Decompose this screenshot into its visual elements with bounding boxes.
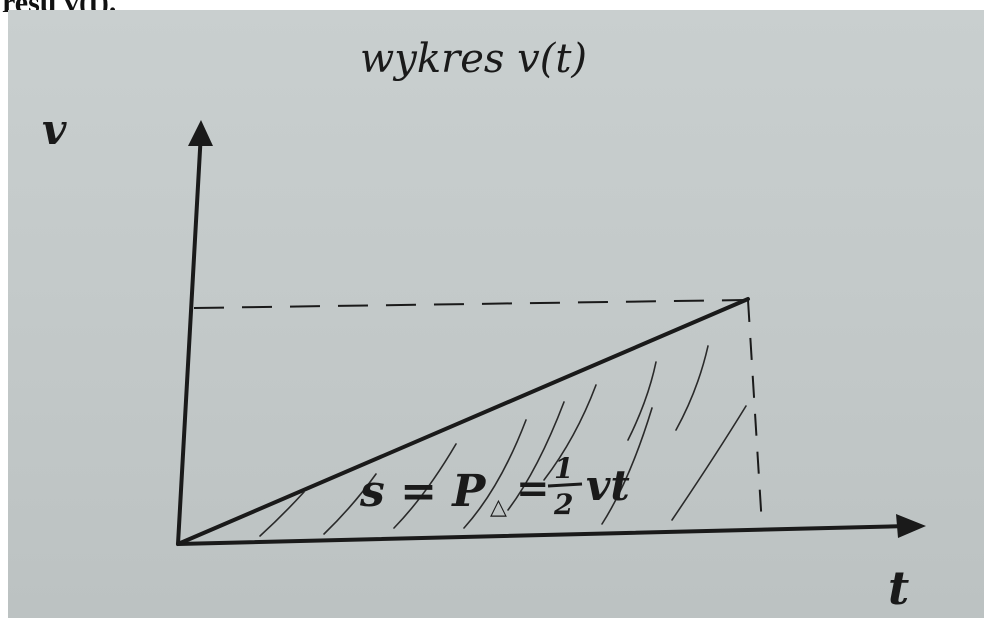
diagram-title: wykres v(t): [360, 36, 587, 82]
formula-triangle-subscript: △: [490, 494, 507, 520]
y-axis: [176, 130, 203, 546]
formula-equals: =: [516, 465, 550, 512]
area-formula: s = P △ = 1 2 vt: [359, 452, 630, 521]
x-axis-arrowhead: [896, 514, 926, 538]
formula-lhs: s = P: [359, 466, 487, 517]
formula-fraction-denominator: 2: [553, 488, 573, 521]
formula-fraction-numerator: 1: [554, 452, 573, 485]
formula-fraction-bar: [547, 482, 583, 488]
vertical-dashed-line: [747, 299, 763, 527]
paper-sheet: wykres v(t) v t s = P △: [8, 10, 984, 618]
y-axis-arrowhead: [188, 120, 213, 146]
formula-rhs: vt: [586, 461, 630, 510]
velocity-time-diagram: wykres v(t) v t s = P △: [42, 36, 926, 615]
y-axis-label: v: [42, 105, 67, 154]
area-hatching: [259, 345, 747, 537]
x-axis-label: t: [888, 561, 909, 615]
velocity-line: [176, 297, 750, 546]
x-axis: [176, 524, 910, 546]
horizontal-dashed-line: [193, 299, 747, 309]
